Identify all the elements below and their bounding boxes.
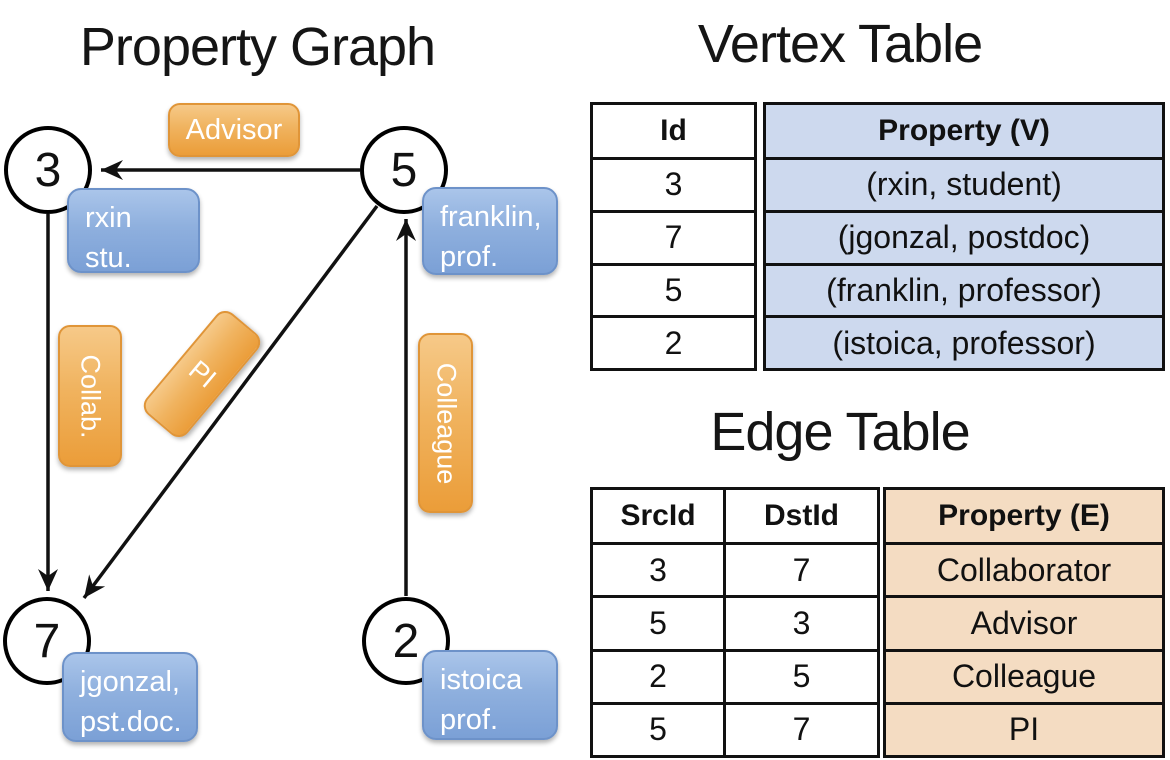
vertex-box-rxin: rxin stu.: [67, 188, 200, 274]
vertex-box-jgonzal: jgonzal, pst.doc.: [62, 652, 198, 742]
edge-label-advisor-text: Advisor: [185, 113, 283, 146]
vertex-table-title: Vertex Table: [697, 14, 983, 74]
vertex-box-franklin: franklin, prof.: [422, 187, 558, 275]
edge-table-dst-cell: 7: [723, 545, 877, 596]
edge-table-src-cell: 5: [649, 711, 667, 748]
edge-label-colleague: Colleague: [418, 333, 473, 513]
edge-table-title: Edge Table: [710, 402, 970, 462]
vertex-table-id-cell: 5: [593, 262, 754, 316]
vertex-table-id-cell: 2: [593, 315, 754, 368]
edge-table-src-cell: 2: [649, 658, 667, 695]
edge-table-src-cell: 5: [649, 604, 667, 641]
edge-table-property-column: Property (E) Collaborator Advisor Collea…: [883, 487, 1165, 758]
vertex-table-property-cell: (rxin, student): [766, 157, 1162, 210]
vertex-table-id-cell: 3: [593, 157, 754, 210]
edge-label-advisor: Advisor: [168, 103, 300, 157]
edge-table-header-dstid: DstId: [723, 490, 877, 542]
graph-edges-layer: [38, 160, 416, 600]
vertex-table-property-cell: (franklin, professor): [766, 262, 1162, 316]
vertex-table-header-property: Property (V): [766, 105, 1162, 157]
vertex-box-istoica: istoica prof.: [422, 650, 558, 740]
node-circle-5: 5: [360, 126, 448, 214]
edge-table-property-cell: Colleague: [886, 648, 1162, 702]
edge-label-pi-text: PI: [182, 353, 222, 394]
edge-table-dst-cell: 7: [723, 704, 877, 755]
edge-line-pi-5-to-7: [82, 204, 379, 600]
node-circle-2: 2: [362, 597, 450, 685]
edge-table-dst-cell: 3: [723, 598, 877, 649]
node-id-2: 2: [392, 614, 420, 668]
edge-table-header-property: Property (E): [886, 490, 1162, 542]
vertex-box-jgonzal-line2: pst.doc.: [80, 706, 182, 738]
edge-table-dst-cell: 5: [723, 651, 877, 702]
vertex-box-franklin-line1: franklin,: [440, 201, 542, 233]
node-id-7: 7: [33, 614, 61, 668]
vertex-box-jgonzal-line1: jgonzal,: [80, 666, 180, 698]
edge-table-property-cell: PI: [886, 701, 1162, 755]
edge-label-colleague-text: Colleague: [431, 362, 461, 484]
vertex-table-property-cell: (jgonzal, postdoc): [766, 209, 1162, 263]
vertex-table-header-id: Id: [660, 114, 687, 147]
edge-label-collab-text: Collab.: [75, 353, 106, 439]
edge-table-src-cell: 3: [649, 551, 667, 588]
edge-table-header-srcid: SrcId: [620, 499, 696, 532]
edge-table-property-cell: Advisor: [886, 595, 1162, 649]
vertex-box-franklin-line2: prof.: [440, 241, 499, 273]
node-id-5: 5: [390, 143, 418, 197]
edge-table-id-columns: SrcId DstId 3 7 5 3 2 5 5 7: [590, 487, 880, 758]
vertex-box-istoica-line2: prof.: [440, 704, 499, 736]
edge-label-collab: Collab.: [58, 325, 122, 467]
vertex-box-rxin-line1: rxin: [85, 202, 132, 234]
vertex-box-rxin-line2: stu.: [85, 242, 132, 274]
node-id-3: 3: [34, 143, 62, 197]
vertex-table-id-column: Id 3 7 5 2: [590, 102, 757, 371]
property-graph-title: Property Graph: [79, 17, 436, 77]
vertex-box-istoica-line1: istoica: [440, 664, 523, 696]
vertex-table-property-column: Property (V) (rxin, student) (jgonzal, p…: [763, 102, 1165, 371]
vertex-table-property-cell: (istoica, professor): [766, 315, 1162, 368]
edge-table-property-cell: Collaborator: [886, 542, 1162, 596]
vertex-table-id-cell: 7: [593, 209, 754, 263]
